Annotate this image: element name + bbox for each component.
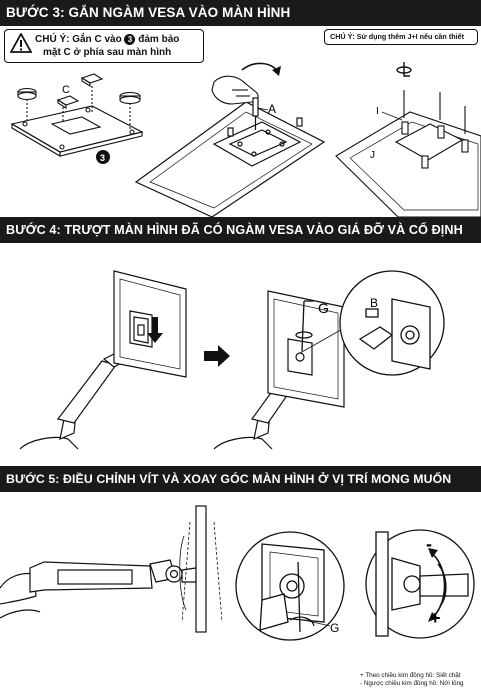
vesa-plate-exploded — [10, 73, 144, 157]
legend-tighten: + Theo chiều kim đồng hồ: Siết chặt — [360, 672, 461, 679]
arrow-down-icon — [147, 317, 163, 343]
zoom-circle-tighten — [235, 531, 345, 641]
step4-panel: G B — [0, 243, 481, 466]
zoom-circle-rotate — [365, 529, 475, 639]
note-line1: CHÚ Ý: Gắn C vào 3 đảm bảo — [35, 34, 179, 45]
note-line2: mặt C ở phía sau màn hình — [43, 47, 172, 58]
step3-illustration: C 3 A — [10, 62, 481, 217]
step5-panel: G - + + Theo chiều kim đồng hồ: Siết chặ… — [0, 492, 481, 698]
label-g-step5: G — [330, 621, 339, 635]
note-line1-prefix: CHÚ Ý: Gắn C vào — [35, 34, 122, 46]
label-a: A — [268, 102, 276, 116]
step4-illustration: G B — [19, 270, 445, 450]
step5-illustration: G - + — [0, 505, 475, 641]
label-g-step4: G — [318, 300, 329, 316]
note-step-badge: 3 — [124, 34, 136, 45]
zoom-detail-circle — [339, 270, 445, 376]
step3-title: BƯỚC 3: GẮN NGÀM VESA VÀO MÀN HÌNH — [0, 0, 481, 26]
step3-panel: C 3 A — [0, 26, 481, 217]
step3-side-note: CHÚ Ý: Sử dụng thêm J+I nếu cần thiết — [324, 29, 478, 45]
screwdriver-icon — [252, 97, 259, 130]
arrow-right-icon — [204, 345, 230, 367]
label-b: B — [370, 296, 378, 310]
monitor-side-view — [179, 505, 223, 633]
arm-and-monitor-right — [213, 290, 345, 450]
rotate-arrow-icon — [241, 62, 279, 73]
plus-sign: + — [430, 608, 441, 628]
step4-title: BƯỚC 4: TRƯỢT MÀN HÌNH ĐÃ CÓ NGÀM VESA V… — [0, 217, 481, 243]
arm-and-monitor-left — [19, 270, 187, 450]
arm-side-view — [0, 559, 197, 619]
legend-loosen: - Ngược chiều kim đồng hồ: Nới lỏng — [360, 680, 464, 687]
label-step3-badge: 3 — [100, 153, 105, 163]
hand-icon — [211, 75, 259, 105]
rotate-arrow-icon-step5 — [289, 616, 315, 627]
label-i: I — [376, 106, 379, 117]
note-line1-suffix: đảm bảo — [138, 34, 180, 46]
monitor-back-view — [134, 101, 326, 217]
rotate-angle-arrows — [429, 551, 447, 619]
label-j: J — [370, 150, 375, 161]
step5-title: BƯỚC 5: ĐIỀU CHỈNH VÍT VÀ XOAY GÓC MÀN H… — [0, 466, 481, 492]
label-c: C — [62, 84, 70, 96]
step3-warning-note: CHÚ Ý: Gắn C vào 3 đảm bảo mặt C ở phía … — [4, 29, 204, 63]
monitor-spacer-detail — [335, 90, 481, 217]
step-badge-3 — [96, 150, 110, 164]
hex-key-icon-step4 — [295, 300, 314, 352]
minus-sign: - — [426, 534, 432, 554]
warning-icon — [10, 33, 32, 53]
hex-key-icon — [396, 62, 412, 77]
